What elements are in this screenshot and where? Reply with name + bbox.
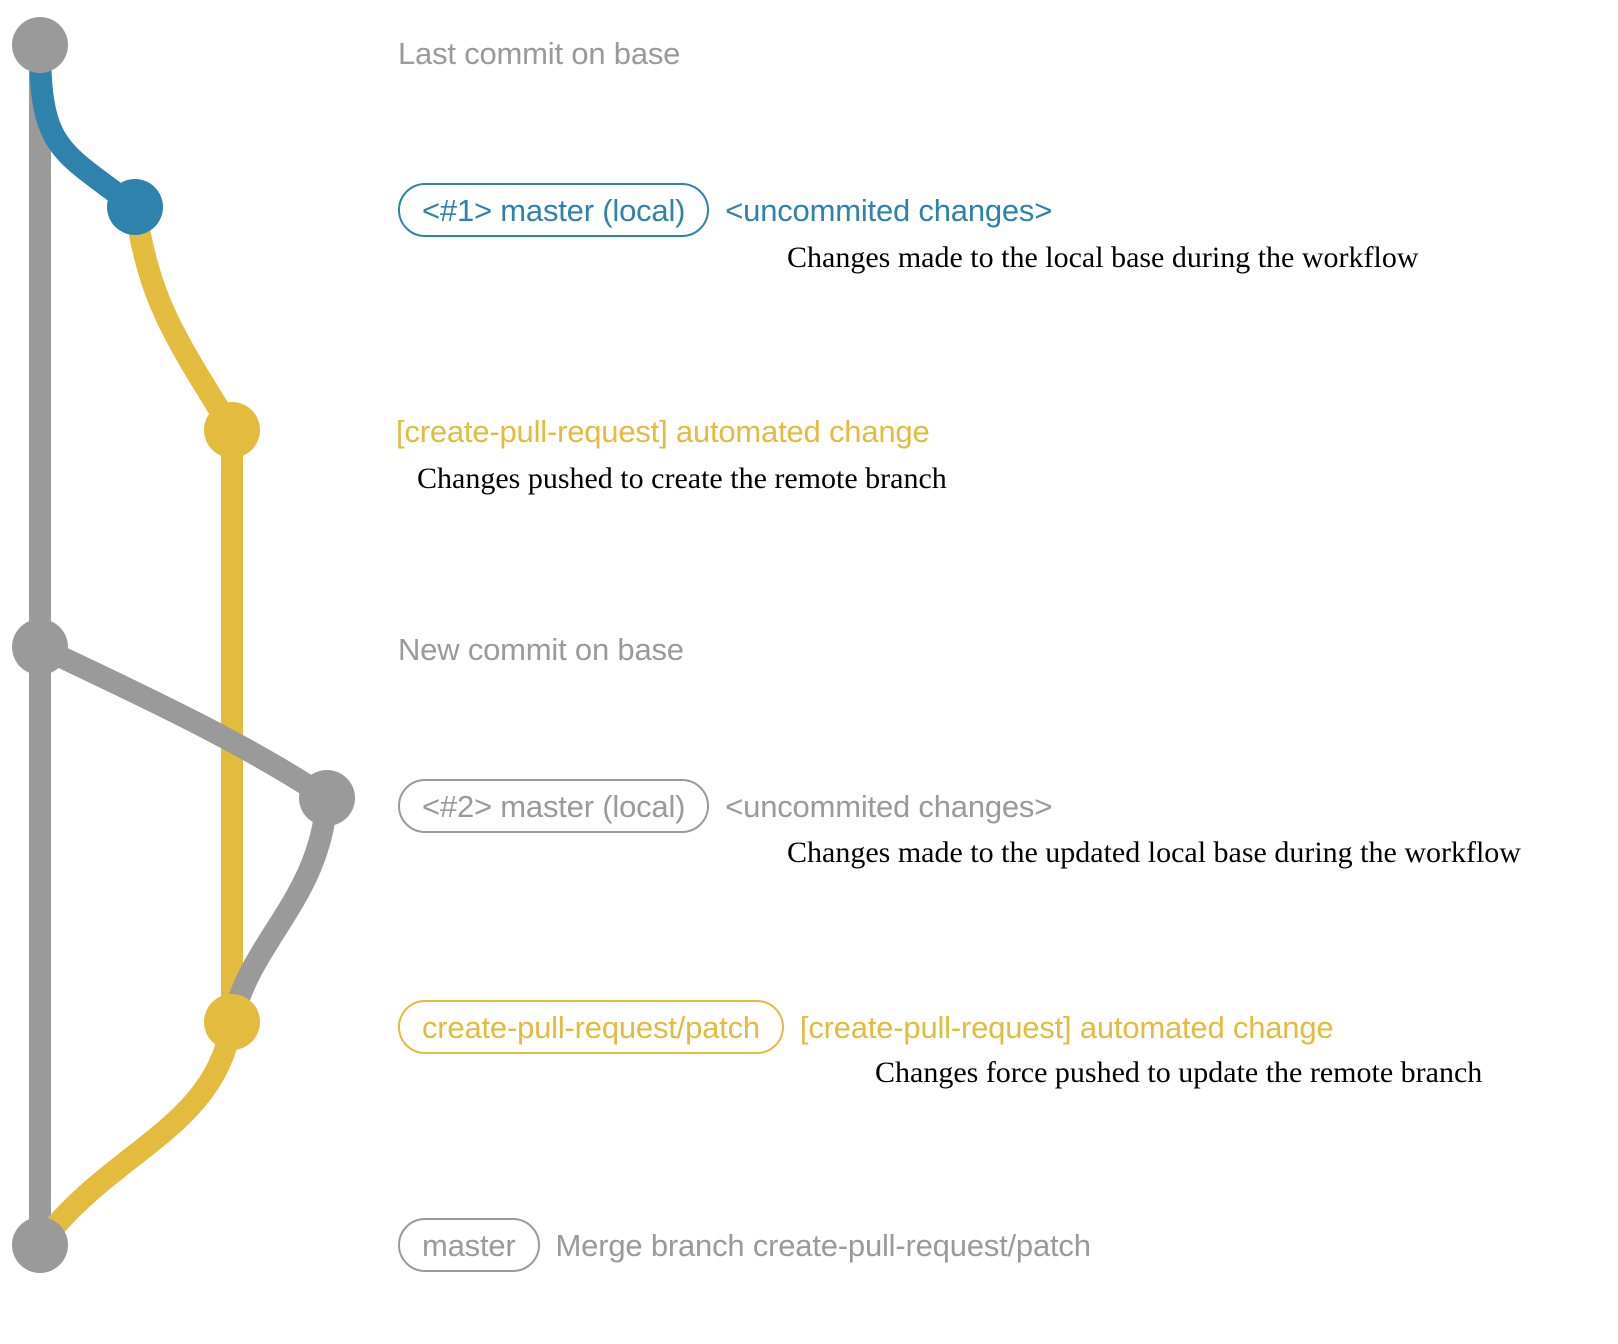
edge-basenew-to-local2: [29, 636, 338, 809]
commit-subject-patch-2: [create-pull-request] automated change: [799, 1009, 1334, 1045]
ref-badge-create-pull-request-patch[interactable]: create-pull-request/patch: [398, 1000, 784, 1054]
ref-badge-master-local-1[interactable]: <#1> master (local): [398, 183, 710, 237]
edge-base-to-local1: [29, 34, 146, 218]
commit-subject-local-1: <uncommited changes>: [725, 192, 1053, 228]
note-local-2: Changes made to the updated local base d…: [787, 836, 1521, 869]
note-patch-1: Changes pushed to create the remote bran…: [417, 462, 947, 495]
commit-node-patch-2[interactable]: [204, 994, 260, 1050]
commit-subject-local-2: <uncommited changes>: [725, 788, 1053, 824]
commit-graph: [12, 17, 355, 1273]
commit-node-patch-1[interactable]: [204, 402, 260, 458]
note-patch-2: Changes force pushed to update the remot…: [875, 1056, 1483, 1089]
commit-node-base-merge[interactable]: [12, 1217, 68, 1273]
row-patch-2: create-pull-request/patch [create-pull-r…: [398, 1000, 1334, 1054]
commit-subject-last-commit-on-base: Last commit on base: [398, 36, 681, 71]
ref-badge-master[interactable]: master: [398, 1218, 540, 1272]
commit-subject-merge: Merge branch create-pull-request/patch: [555, 1227, 1091, 1263]
commit-node-local-2[interactable]: [299, 770, 355, 826]
commit-subject-patch-1: [create-pull-request] automated change: [396, 414, 930, 449]
edge-patch2-to-merge: [29, 1011, 243, 1256]
row-local-1: <#1> master (local) <uncommited changes>: [398, 183, 1052, 237]
commit-subject-new-commit-on-base: New commit on base: [398, 632, 684, 667]
edge-local1-to-patch1: [124, 196, 243, 441]
commit-node-local-1[interactable]: [107, 179, 163, 235]
row-local-2: <#2> master (local) <uncommited changes>: [398, 779, 1052, 833]
ref-badge-master-local-2[interactable]: <#2> master (local): [398, 779, 710, 833]
commit-node-base-last[interactable]: [12, 17, 68, 73]
commit-node-base-new[interactable]: [12, 619, 68, 675]
row-merge: master Merge branch create-pull-request/…: [398, 1218, 1091, 1272]
note-local-1: Changes made to the local base during th…: [787, 241, 1419, 274]
edge-local2-to-patch2: [221, 787, 338, 1033]
